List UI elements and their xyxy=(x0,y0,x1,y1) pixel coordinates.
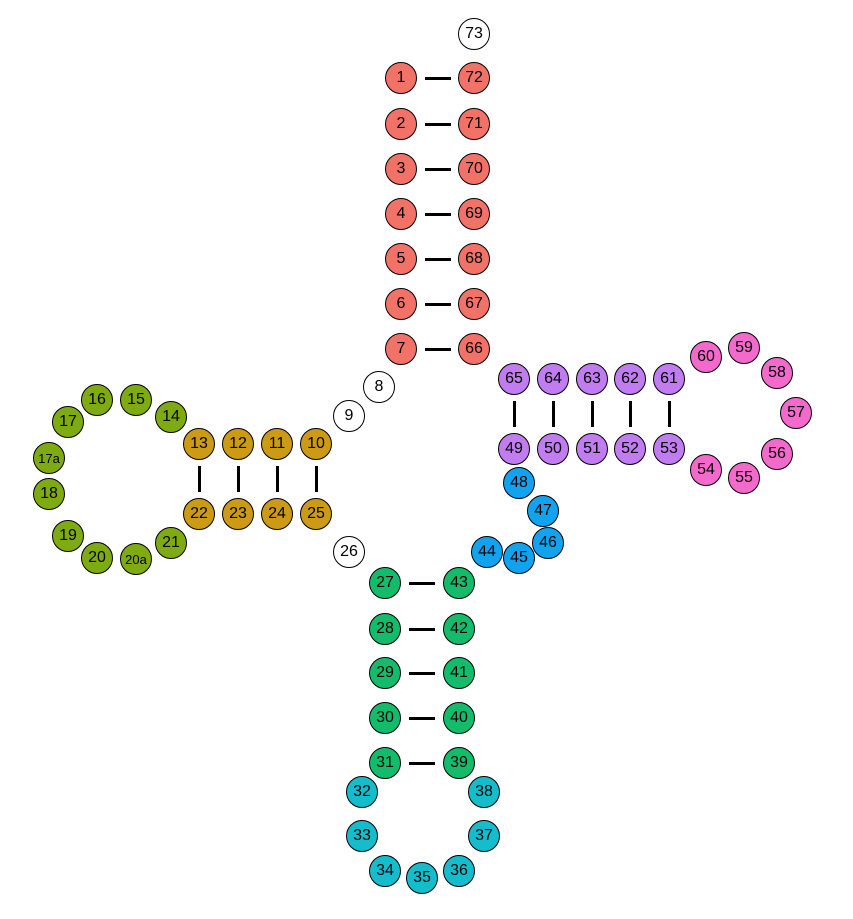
nucleotide-38: 38 xyxy=(468,776,500,808)
nucleotide-47: 47 xyxy=(527,495,559,527)
nucleotide-27: 27 xyxy=(369,567,401,599)
nucleotide-49: 49 xyxy=(498,433,530,465)
nucleotide-4: 4 xyxy=(385,198,417,230)
base-pair-bond-27-43 xyxy=(409,581,435,585)
nucleotide-20a: 20a xyxy=(120,543,152,575)
nucleotide-42: 42 xyxy=(443,613,475,645)
nucleotide-72: 72 xyxy=(458,62,490,94)
nucleotide-28: 28 xyxy=(369,613,401,645)
nucleotide-65: 65 xyxy=(498,363,530,395)
base-pair-bond-13-22 xyxy=(197,466,201,492)
base-pair-bond-50-64 xyxy=(551,401,555,427)
nucleotide-23: 23 xyxy=(222,498,254,530)
nucleotide-48: 48 xyxy=(503,467,535,499)
nucleotide-32: 32 xyxy=(346,776,378,808)
nucleotide-60: 60 xyxy=(690,341,722,373)
nucleotide-26: 26 xyxy=(333,536,365,568)
base-pair-bond-10-25 xyxy=(314,466,318,492)
nucleotide-44: 44 xyxy=(471,536,503,568)
nucleotide-14: 14 xyxy=(155,401,187,433)
nucleotide-21: 21 xyxy=(155,527,187,559)
base-pair-bond-2-71 xyxy=(424,122,451,126)
base-pair-bond-28-42 xyxy=(409,627,435,631)
nucleotide-6: 6 xyxy=(385,288,417,320)
nucleotide-70: 70 xyxy=(458,153,490,185)
nucleotide-29: 29 xyxy=(369,657,401,689)
nucleotide-53: 53 xyxy=(653,433,685,465)
nucleotide-39: 39 xyxy=(443,747,475,779)
nucleotide-63: 63 xyxy=(576,363,608,395)
base-pair-bond-1-72 xyxy=(424,76,451,80)
nucleotide-73: 73 xyxy=(458,18,490,50)
nucleotide-71: 71 xyxy=(458,108,490,140)
nucleotide-41: 41 xyxy=(443,657,475,689)
nucleotide-11: 11 xyxy=(261,428,293,460)
nucleotide-37: 37 xyxy=(468,820,500,852)
nucleotide-35: 35 xyxy=(406,862,438,894)
nucleotide-17a: 17a xyxy=(33,442,65,474)
base-pair-bond-7-66 xyxy=(424,347,451,351)
nucleotide-16: 16 xyxy=(81,384,113,416)
base-pair-bond-3-70 xyxy=(424,167,451,171)
nucleotide-46: 46 xyxy=(532,527,564,559)
nucleotide-24: 24 xyxy=(261,498,293,530)
nucleotide-19: 19 xyxy=(52,520,84,552)
nucleotide-20: 20 xyxy=(81,542,113,574)
nucleotide-3: 3 xyxy=(385,153,417,185)
base-pair-bond-4-69 xyxy=(424,212,451,216)
nucleotide-36: 36 xyxy=(443,855,475,887)
nucleotide-66: 66 xyxy=(458,333,490,365)
base-pair-bond-53-61 xyxy=(667,401,671,427)
nucleotide-34: 34 xyxy=(369,855,401,887)
nucleotide-7: 7 xyxy=(385,333,417,365)
nucleotide-9: 9 xyxy=(333,400,365,432)
nucleotide-56: 56 xyxy=(761,438,793,470)
base-pair-bond-51-63 xyxy=(590,401,594,427)
nucleotide-10: 10 xyxy=(300,428,332,460)
nucleotide-13: 13 xyxy=(183,428,215,460)
nucleotide-22: 22 xyxy=(183,498,215,530)
nucleotide-69: 69 xyxy=(458,198,490,230)
nucleotide-68: 68 xyxy=(458,243,490,275)
base-pair-bond-11-24 xyxy=(275,466,279,492)
base-pair-bond-12-23 xyxy=(236,466,240,492)
nucleotide-17: 17 xyxy=(52,406,84,438)
base-pair-bond-5-68 xyxy=(424,257,451,261)
nucleotide-18: 18 xyxy=(33,478,65,510)
nucleotide-25: 25 xyxy=(300,498,332,530)
nucleotide-61: 61 xyxy=(653,363,685,395)
nucleotide-2: 2 xyxy=(385,108,417,140)
nucleotide-31: 31 xyxy=(369,747,401,779)
base-pair-bond-52-62 xyxy=(628,401,632,427)
nucleotide-52: 52 xyxy=(614,433,646,465)
nucleotide-67: 67 xyxy=(458,288,490,320)
nucleotide-15: 15 xyxy=(120,384,152,416)
nucleotide-5: 5 xyxy=(385,243,417,275)
base-pair-bond-30-40 xyxy=(409,716,435,720)
nucleotide-8: 8 xyxy=(363,371,395,403)
nucleotide-54: 54 xyxy=(690,454,722,486)
nucleotide-45: 45 xyxy=(503,542,535,574)
nucleotide-50: 50 xyxy=(537,433,569,465)
nucleotide-62: 62 xyxy=(614,363,646,395)
nucleotide-55: 55 xyxy=(728,462,760,494)
base-pair-bond-31-39 xyxy=(409,761,435,765)
nucleotide-40: 40 xyxy=(443,702,475,734)
base-pair-bond-49-65 xyxy=(512,401,516,427)
nucleotide-33: 33 xyxy=(346,820,378,852)
base-pair-bond-29-41 xyxy=(409,671,435,675)
nucleotide-58: 58 xyxy=(761,357,793,389)
nucleotide-43: 43 xyxy=(443,567,475,599)
nucleotide-30: 30 xyxy=(369,702,401,734)
base-pair-bond-6-67 xyxy=(424,302,451,306)
nucleotide-59: 59 xyxy=(728,332,760,364)
nucleotide-51: 51 xyxy=(576,433,608,465)
nucleotide-12: 12 xyxy=(222,428,254,460)
nucleotide-1: 1 xyxy=(385,62,417,94)
nucleotide-64: 64 xyxy=(537,363,569,395)
nucleotide-57: 57 xyxy=(780,397,812,429)
